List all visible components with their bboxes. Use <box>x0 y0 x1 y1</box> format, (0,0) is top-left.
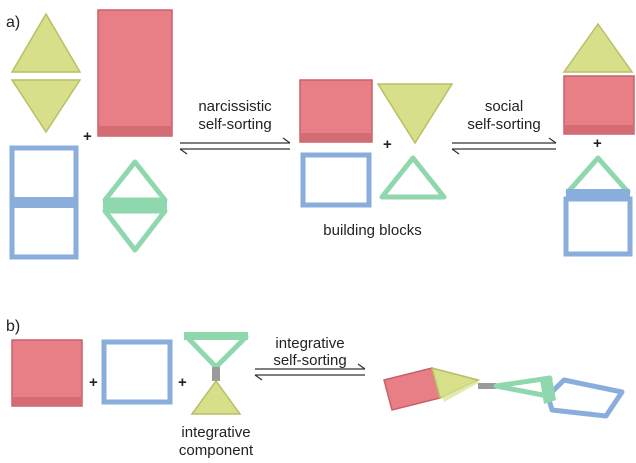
plus-sign-right: + <box>593 135 602 152</box>
integrative-label-line1: integrative <box>275 335 345 352</box>
blue-square-frame <box>300 152 372 208</box>
social-label-line2: self-sorting <box>467 116 541 133</box>
panel-label-b: b) <box>6 318 21 335</box>
yellow-triangle-block <box>376 83 454 145</box>
equilibrium-arrows-integrative <box>254 363 366 381</box>
integrative-component-shape <box>184 332 249 415</box>
plus-sign-b1: + <box>89 374 98 391</box>
red-tall-block <box>97 9 173 137</box>
equilibrium-arrows-narcissistic <box>179 137 291 155</box>
yellow-red-stack <box>562 22 635 135</box>
red-square-block-b <box>11 339 83 407</box>
red-square-block <box>299 79 373 143</box>
component-label-line1: integrative <box>181 424 251 441</box>
narcissistic-label-line1: narcissistic <box>198 98 272 115</box>
plus-sign-left: + <box>83 128 92 145</box>
equilibrium-arrows-social <box>451 137 557 155</box>
blue-stacked-frames <box>9 145 79 260</box>
plus-sign-b2: + <box>178 374 187 391</box>
integrative-label-line2: self-sorting <box>273 352 347 369</box>
green-double-triangle <box>102 159 168 253</box>
panel-label-a: a) <box>6 14 21 31</box>
plus-sign-center: + <box>383 136 392 153</box>
blue-square-frame-b <box>101 339 173 405</box>
building-blocks-label: building blocks <box>323 222 422 239</box>
green-blue-stack <box>563 155 633 257</box>
social-label-line1: social <box>484 98 524 115</box>
component-label-line2: component <box>178 442 254 459</box>
narcissistic-label-line2: self-sorting <box>198 116 272 133</box>
yellow-kite-shape <box>10 12 82 134</box>
green-triangle-frame <box>379 155 447 200</box>
integrative-product-chain <box>383 366 625 419</box>
